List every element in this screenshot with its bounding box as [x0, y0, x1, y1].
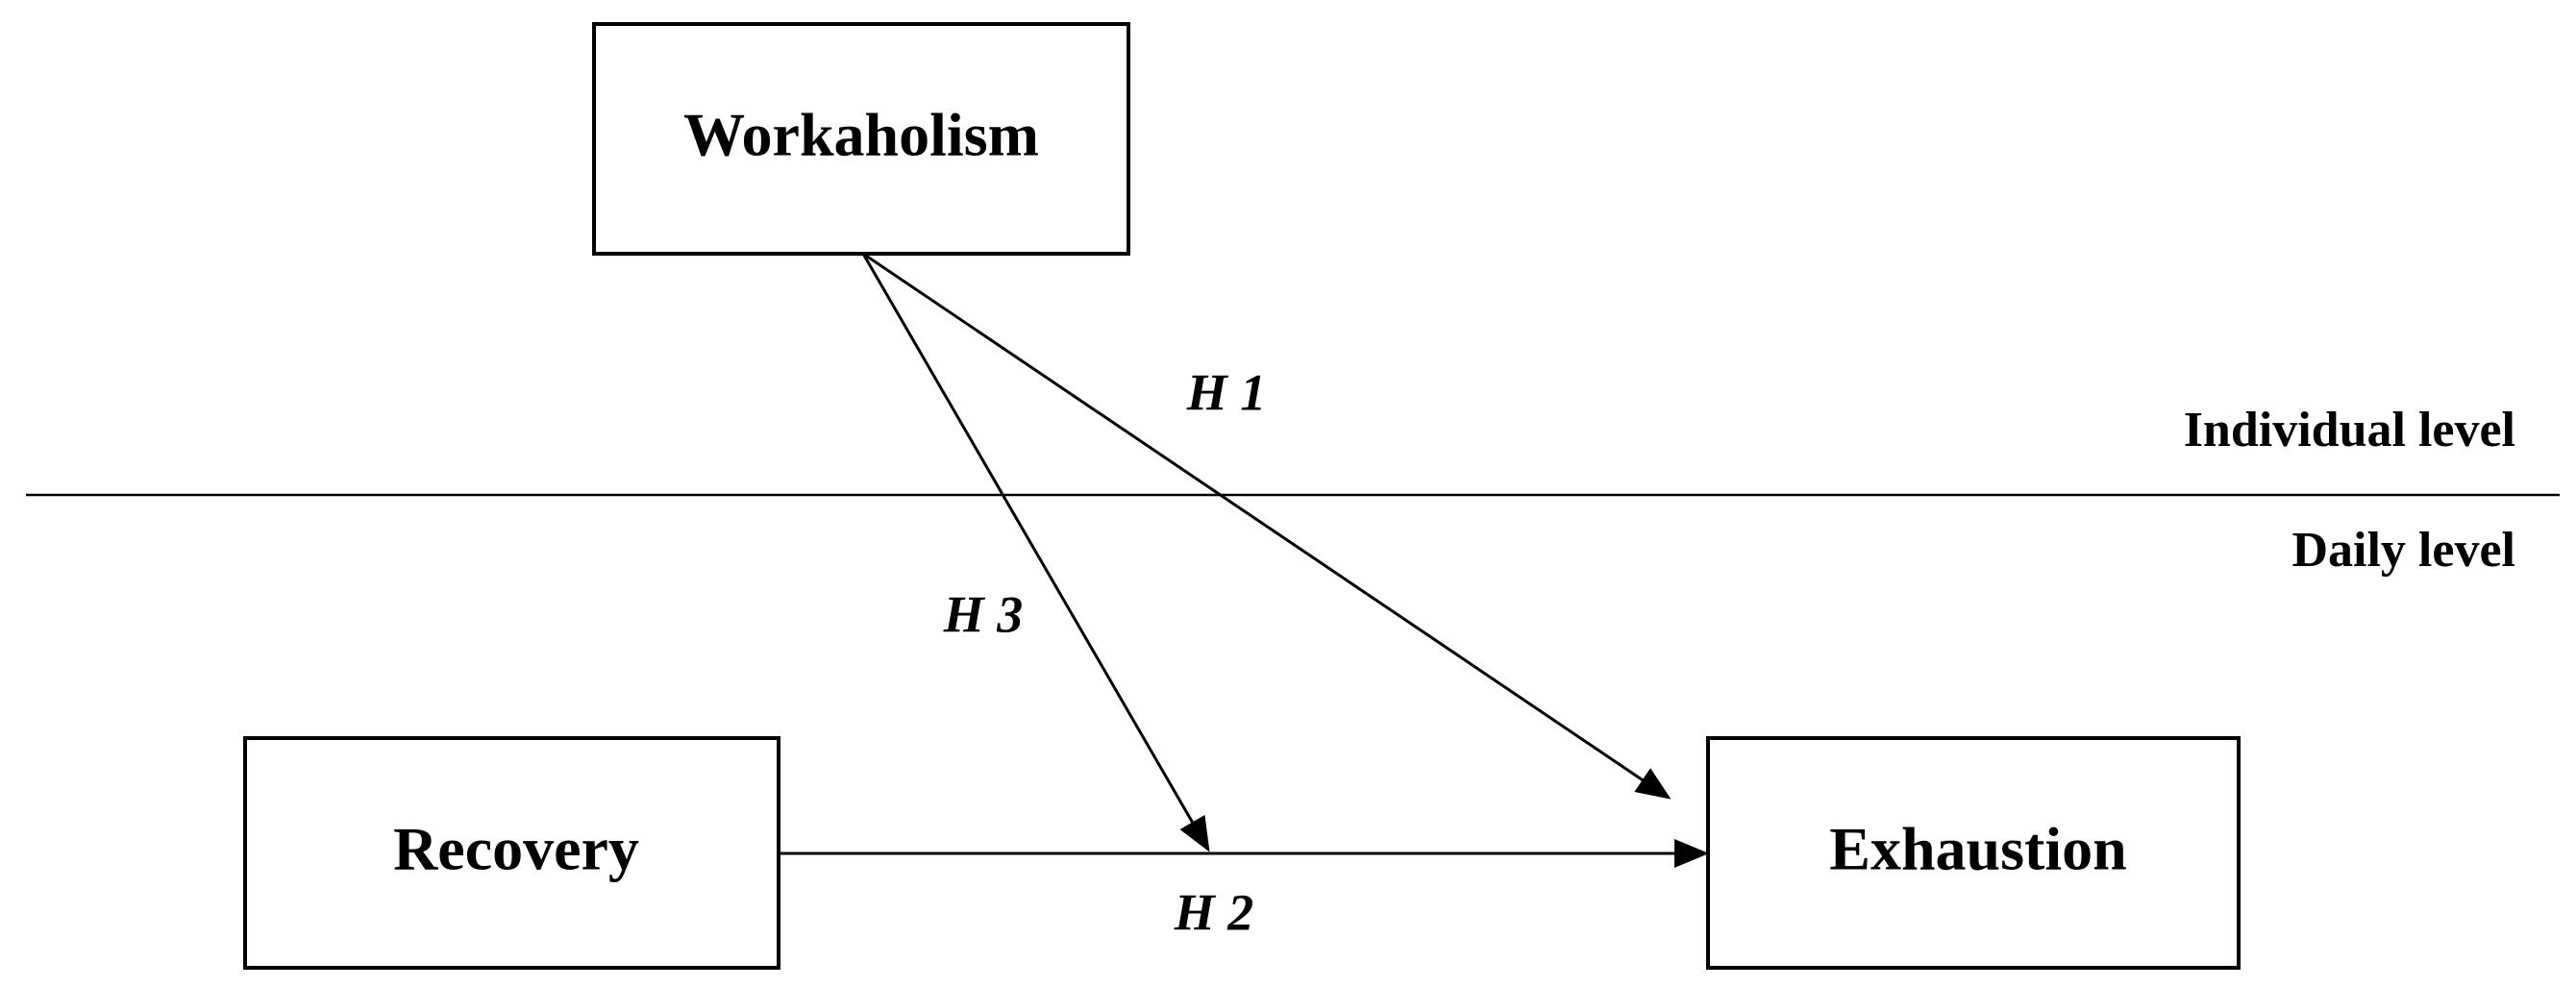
node-recovery-box	[243, 736, 780, 970]
hypothesis-h1-label: H 1	[1186, 363, 1267, 421]
edge-h3-workaholism-moderation	[861, 253, 1210, 852]
hypothesis-h3-label: H 3	[943, 585, 1024, 643]
node-workaholism-box	[592, 22, 1130, 256]
node-exhaustion: Exhaustion	[1706, 736, 2241, 970]
node-exhaustion-label: Exhaustion	[1829, 815, 2126, 883]
individual-level-label: Individual level	[2184, 403, 2515, 457]
node-recovery: Recovery	[243, 736, 780, 970]
daily-level-label: Daily level	[2291, 523, 2515, 578]
edge-h1-workaholism-to-exhaustion	[862, 252, 1672, 800]
hypothesis-h2-label: H 2	[1174, 883, 1254, 941]
node-recovery-label: Recovery	[393, 815, 639, 883]
node-workaholism-label: Workaholism	[683, 101, 1039, 169]
node-exhaustion-box	[1706, 736, 2241, 970]
node-workaholism: Workaholism	[592, 22, 1130, 256]
